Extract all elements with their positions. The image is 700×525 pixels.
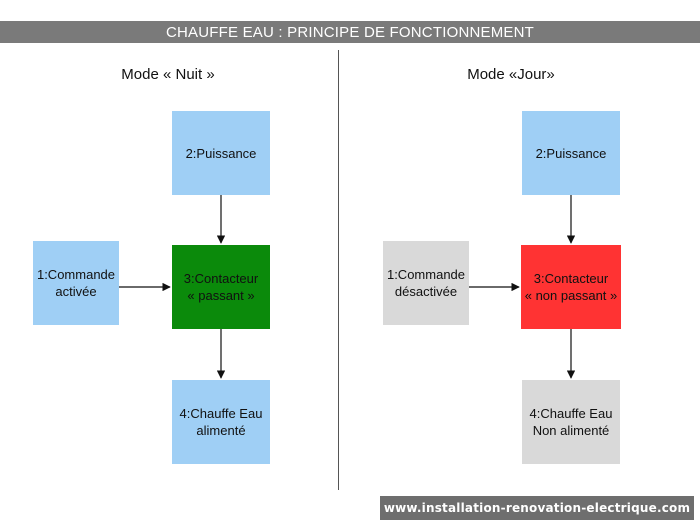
night-power-label: 2:Puissance bbox=[185, 145, 257, 161]
diagram-title: CHAUFFE EAU : PRINCIPE DE FONCTIONNEMENT bbox=[0, 21, 700, 43]
night-heater-label: 4:Chauffe Eau alimenté bbox=[179, 406, 263, 438]
day-heater-box: 4:Chauffe Eau Non alimenté bbox=[522, 380, 620, 464]
night-command-box: 1:Commande activée bbox=[33, 241, 119, 325]
night-contactor-box: 3:Contacteur « passant » bbox=[172, 245, 270, 329]
day-heater-label: 4:Chauffe Eau Non alimenté bbox=[529, 406, 613, 438]
night-contactor-label: 3:Contacteur « passant » bbox=[183, 271, 259, 303]
mode-divider bbox=[338, 50, 339, 490]
website-footer: www.installation-renovation-electrique.c… bbox=[380, 496, 694, 520]
night-command-label: 1:Commande activée bbox=[36, 267, 116, 299]
day-mode-label: Mode «Jour» bbox=[467, 66, 555, 83]
day-command-box: 1:Commande désactivée bbox=[383, 241, 469, 325]
day-power-label: 2:Puissance bbox=[535, 145, 607, 161]
day-contactor-label: 3:Contacteur « non passant » bbox=[524, 271, 618, 303]
day-command-label: 1:Commande désactivée bbox=[386, 267, 466, 299]
day-power-box: 2:Puissance bbox=[522, 111, 620, 195]
day-contactor-box: 3:Contacteur « non passant » bbox=[521, 245, 621, 329]
night-mode-label: Mode « Nuit » bbox=[121, 66, 215, 83]
night-heater-box: 4:Chauffe Eau alimenté bbox=[172, 380, 270, 464]
night-power-box: 2:Puissance bbox=[172, 111, 270, 195]
